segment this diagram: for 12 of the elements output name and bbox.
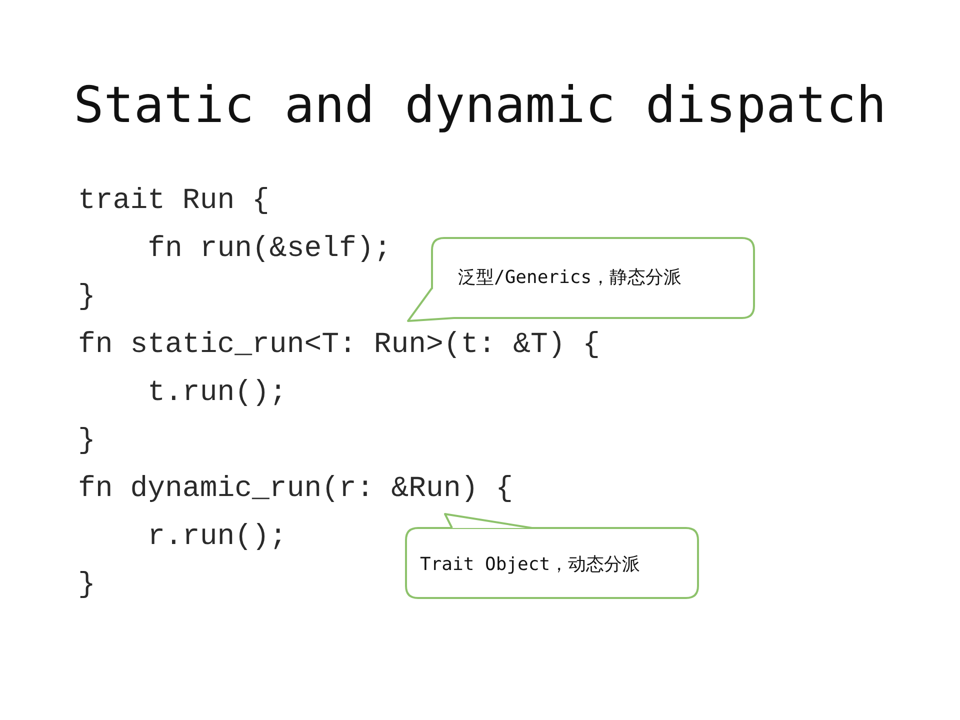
callout-text: Trait Object，动态分派 [420,553,640,576]
code-line: } [78,279,96,315]
code-line: } [78,567,96,603]
code-line: r.run(); [146,519,287,555]
callout-text: 泛型/Generics，静态分派 [458,266,682,289]
slide-title: Static and dynamic dispatch [72,75,888,136]
code-line: fn static_run<T: Run>(t: &T) { [78,327,600,363]
code-line: t.run(); [146,375,287,411]
code-line: fn dynamic_run(r: &Run) { [78,471,514,507]
code-line: fn run(&self); [146,231,392,267]
code-line: trait Run { [78,183,270,219]
code-line: } [78,423,96,459]
